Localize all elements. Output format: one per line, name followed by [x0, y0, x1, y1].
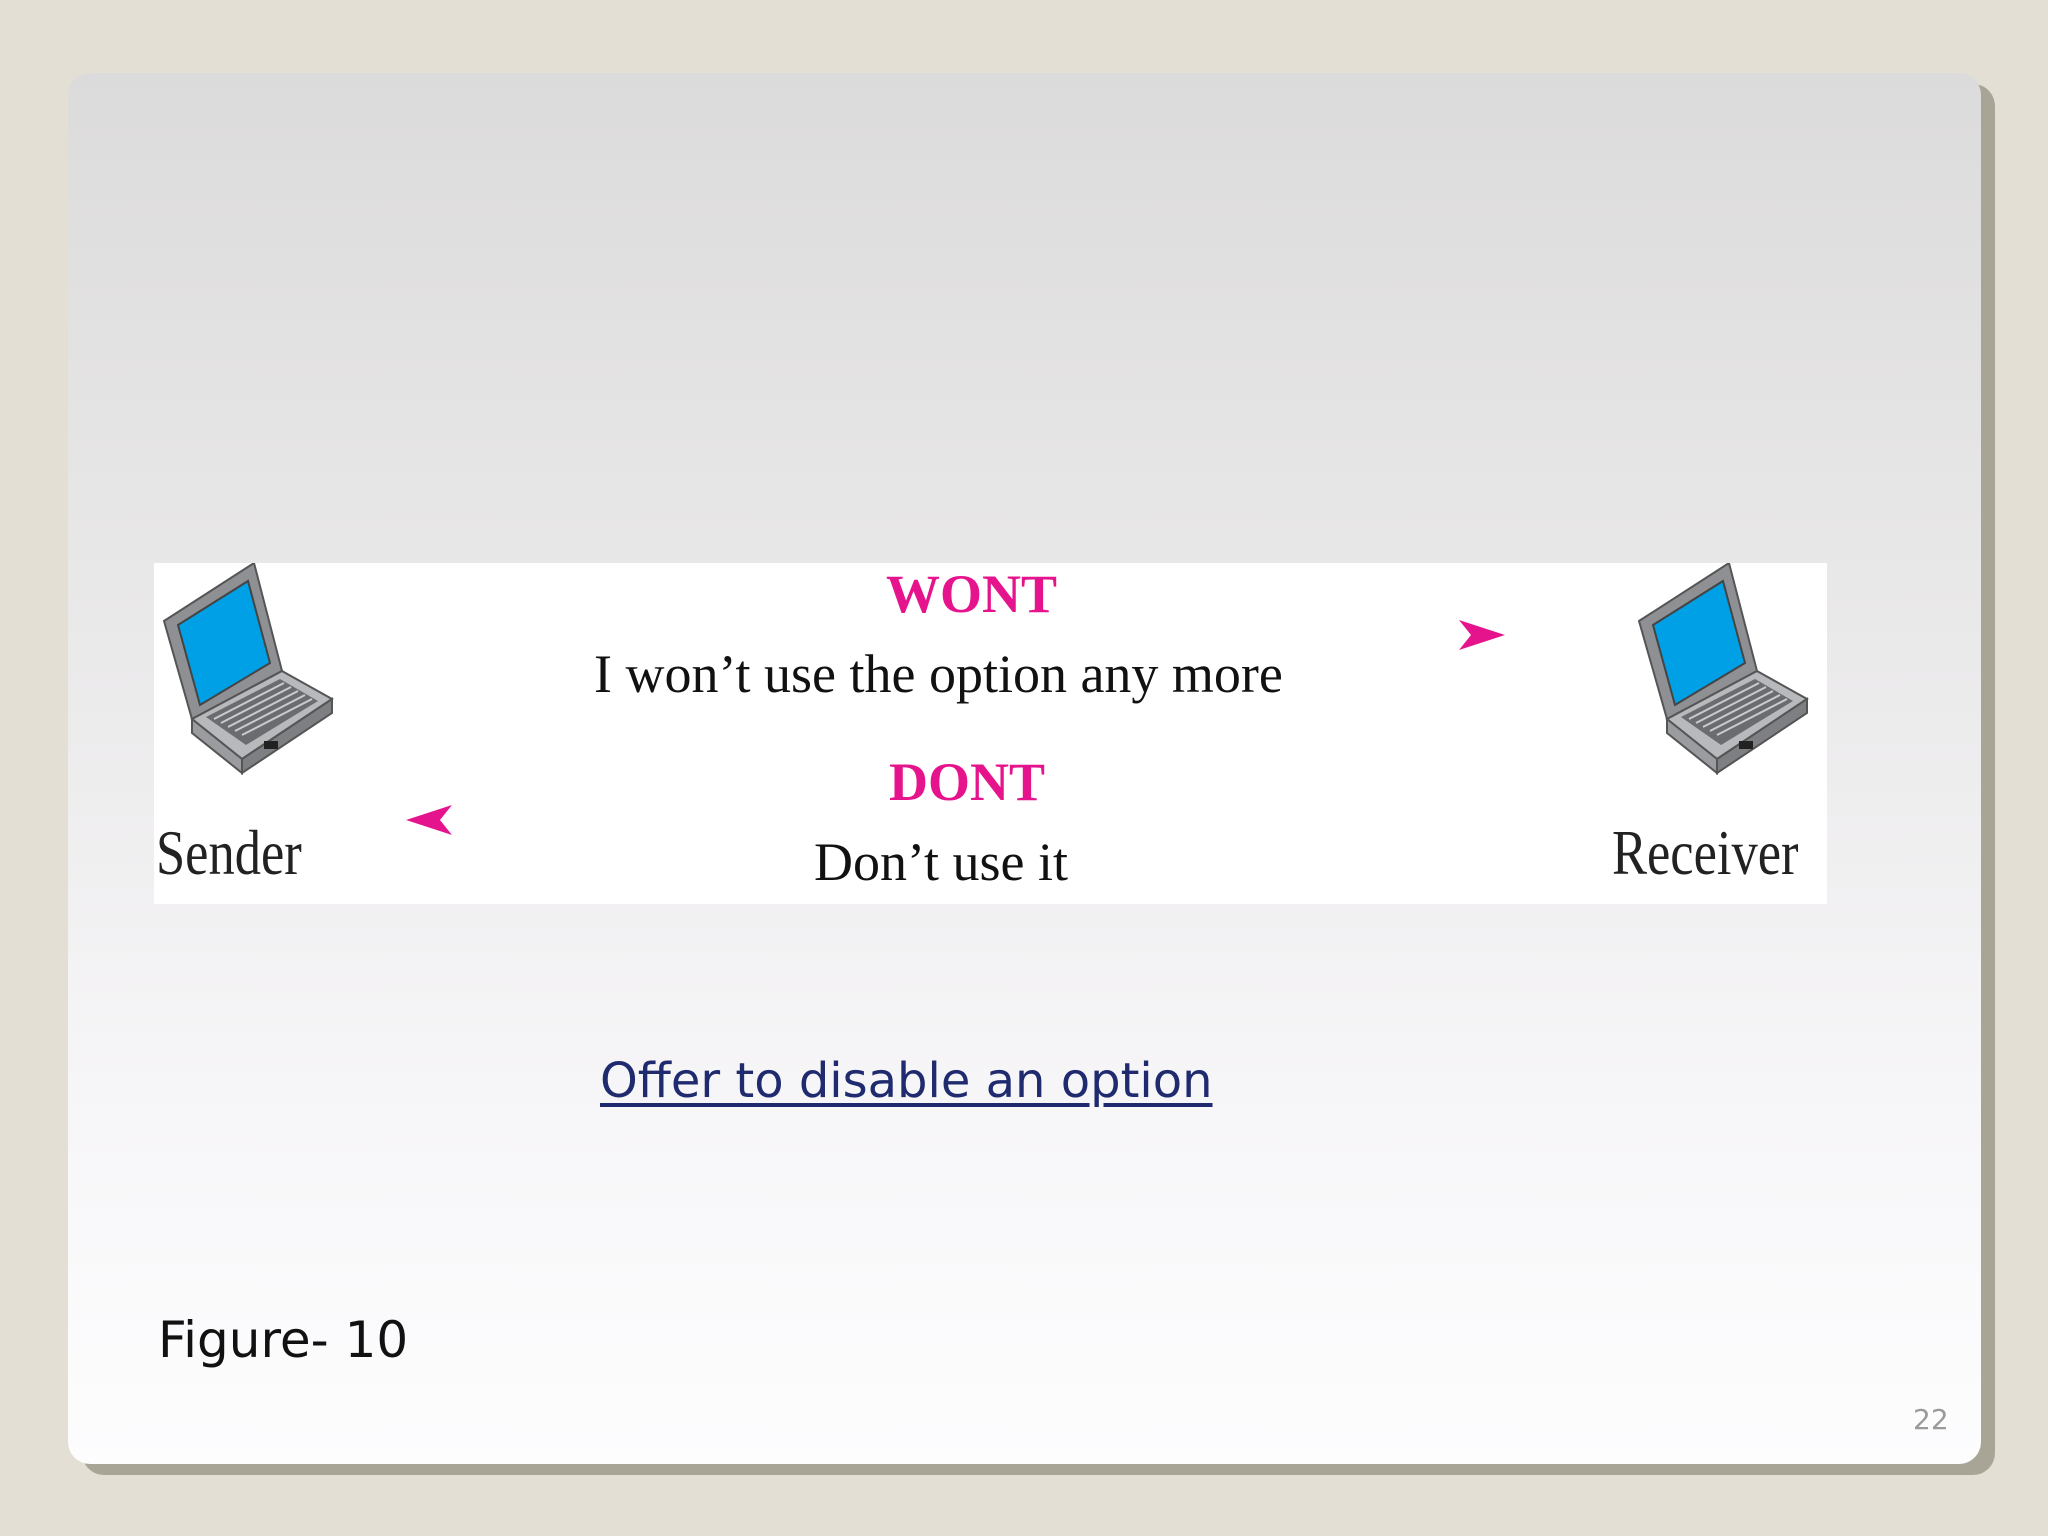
slide-number: 22 [1913, 1403, 1949, 1436]
telnet-option-figure: Sender Receiver WONT I won’t use the opt… [154, 563, 1827, 904]
sender-label: Sender [156, 817, 302, 888]
wont-command: WONT [886, 564, 1058, 624]
receiver-label: Receiver [1612, 817, 1799, 888]
arrow-left-icon [406, 805, 452, 835]
wont-description: I won’t use the option any more [594, 644, 1283, 704]
arrow-right-icon [1459, 620, 1505, 650]
dont-command: DONT [889, 752, 1046, 812]
dont-description: Don’t use it [814, 832, 1068, 892]
laptop-icon [162, 563, 334, 776]
figure-label: Figure- 10 [158, 1311, 409, 1369]
slide: Sender Receiver WONT I won’t use the opt… [68, 73, 1981, 1464]
laptop-icon [1637, 563, 1809, 776]
figure-caption-link[interactable]: Offer to disable an option [600, 1053, 1213, 1109]
